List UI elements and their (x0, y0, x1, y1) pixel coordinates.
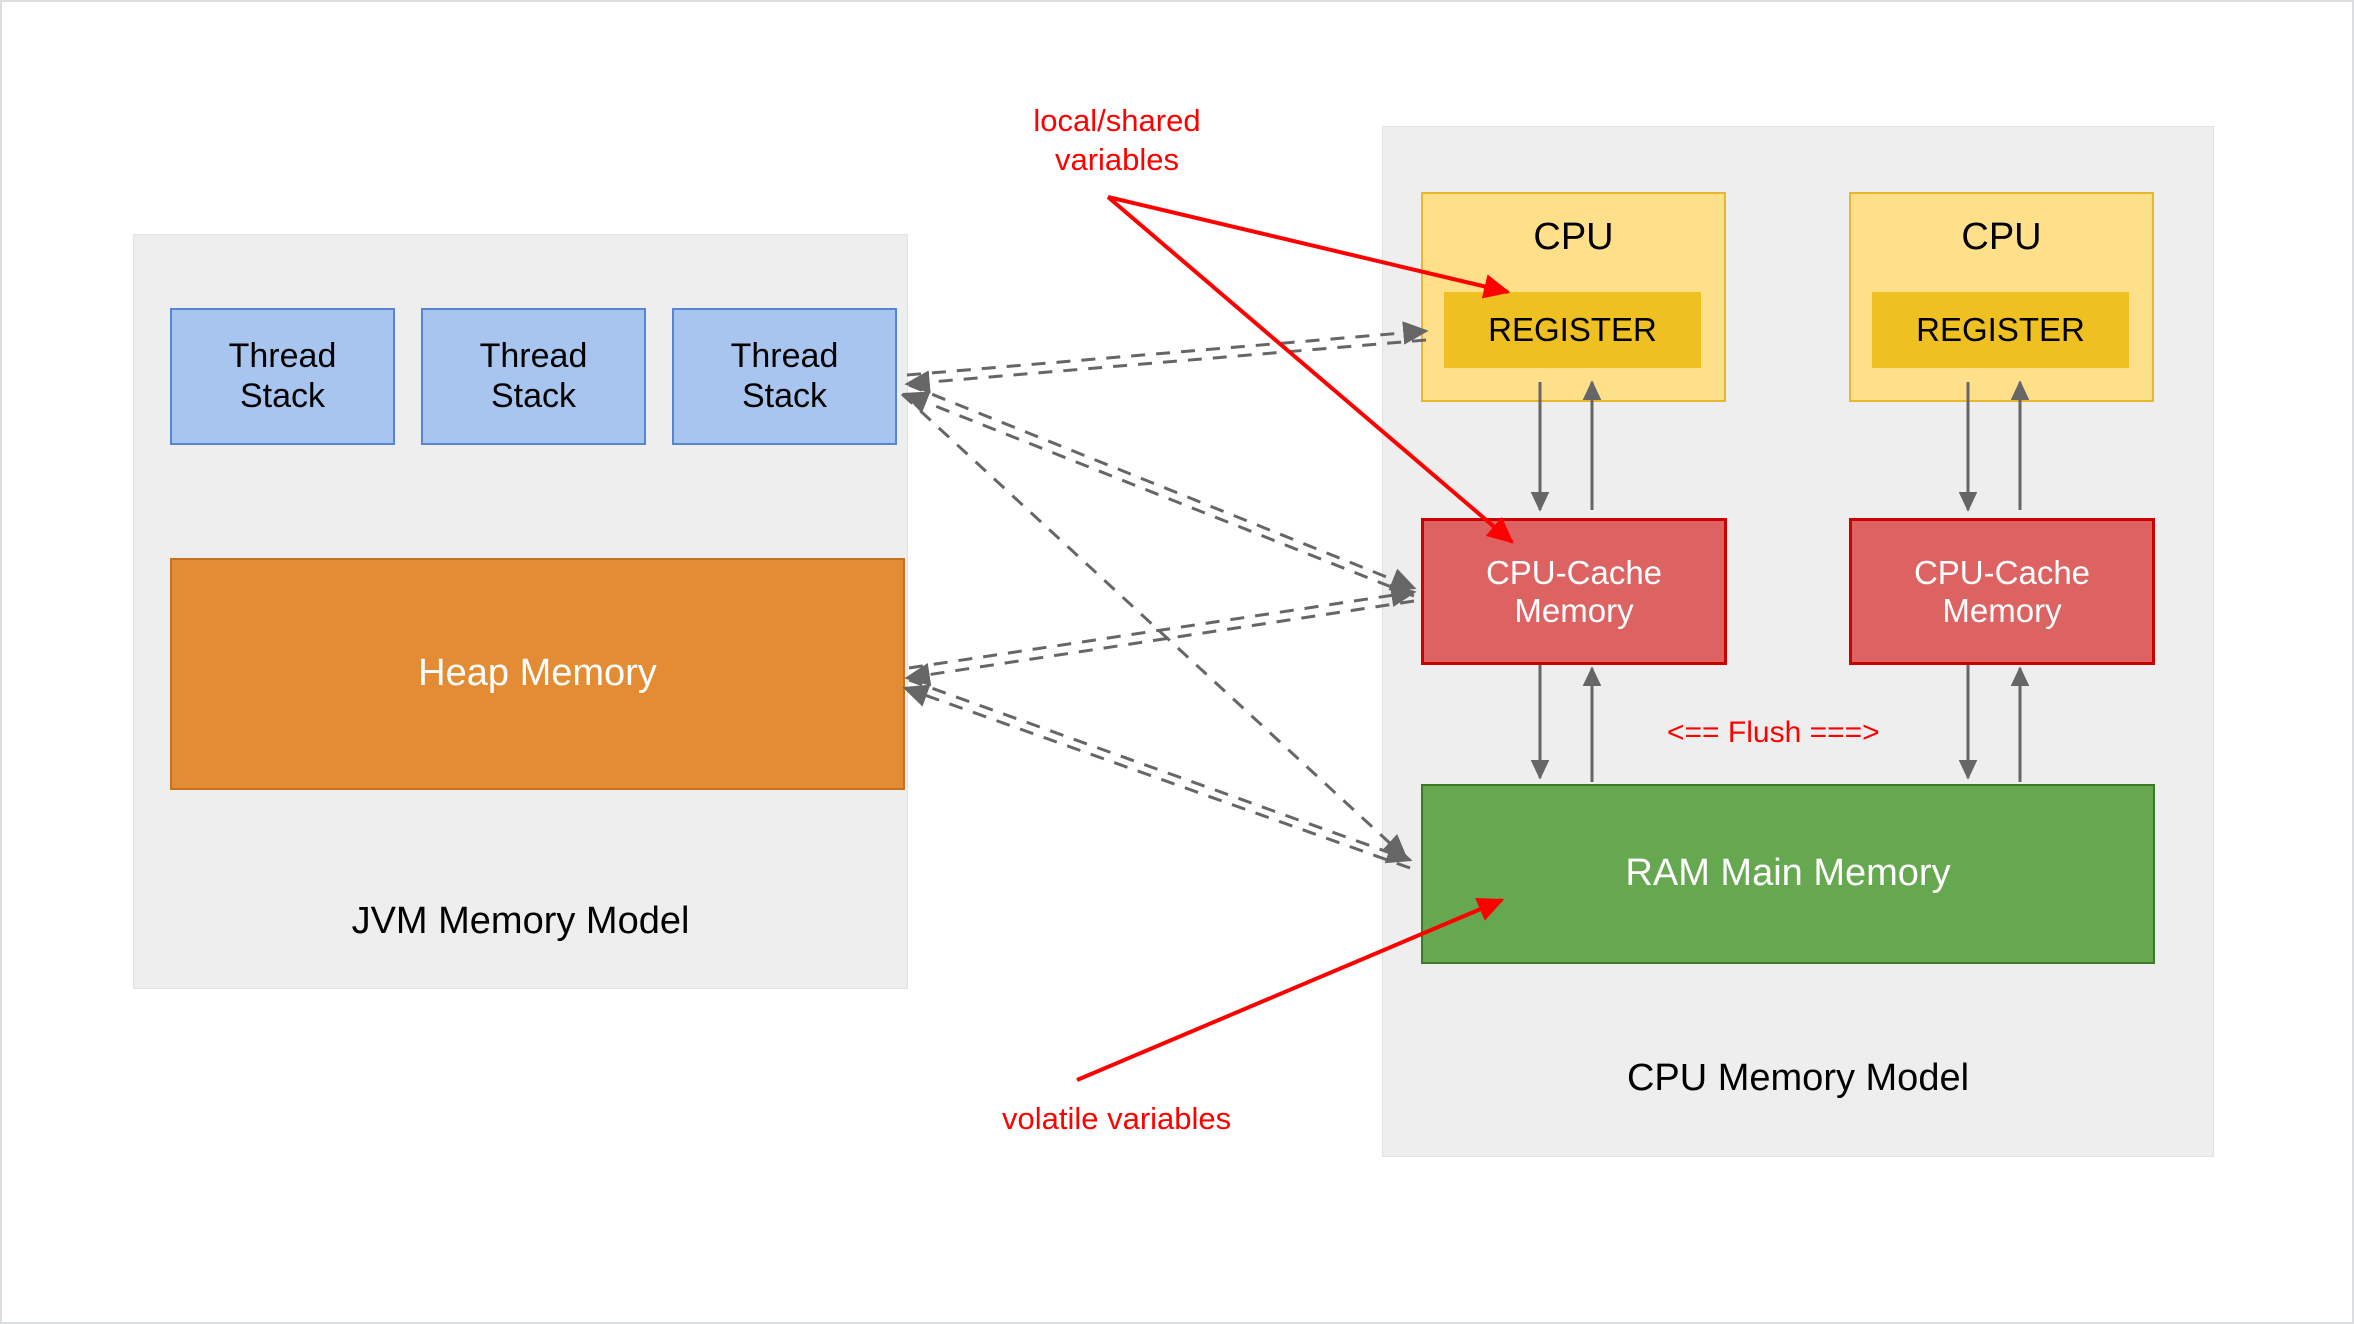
register-box-1: REGISTER (1444, 292, 1701, 368)
flush-label: <== Flush ===> (1667, 716, 1880, 749)
cpu-memory-model-caption: CPU Memory Model (1626, 1057, 1970, 1099)
jvm-memory-model-caption: JVM Memory Model (351, 900, 690, 942)
heap-memory-box: Heap Memory (170, 558, 905, 790)
thread-stack-box-3: Thread Stack (672, 308, 897, 445)
dashed-arrow-cache-to-heap (904, 599, 1415, 687)
dashed-arrow-threadstack-to-cache (908, 383, 1417, 591)
dashed-arrow-heap-to-ram (908, 678, 1413, 864)
ram-main-memory-box: RAM Main Memory (1421, 784, 2155, 964)
local-shared-variables-label: local/shared variables (1033, 103, 1201, 177)
volatile-variables-label: volatile variables (1002, 1101, 1232, 1136)
dashed-arrow-threadstack-to-ram (900, 392, 1408, 860)
thread-stack-box-2: Thread Stack (421, 308, 646, 445)
cpu-cache-memory-box-2: CPU-Cache Memory (1849, 518, 2155, 665)
dashed-arrow-register-to-threadstack (904, 338, 1427, 394)
register-box-2: REGISTER (1872, 292, 2129, 368)
thread-stack-box-1: Thread Stack (170, 308, 395, 445)
dashed-arrow-heap-to-cache (908, 583, 1417, 670)
dashed-arrow-cache-to-threadstack (902, 391, 1415, 598)
dashed-arrow-ram-to-heap (902, 684, 1411, 870)
cpu-cache-memory-box-1: CPU-Cache Memory (1421, 518, 1727, 665)
dashed-arrow-threadstack-to-register (906, 321, 1429, 377)
